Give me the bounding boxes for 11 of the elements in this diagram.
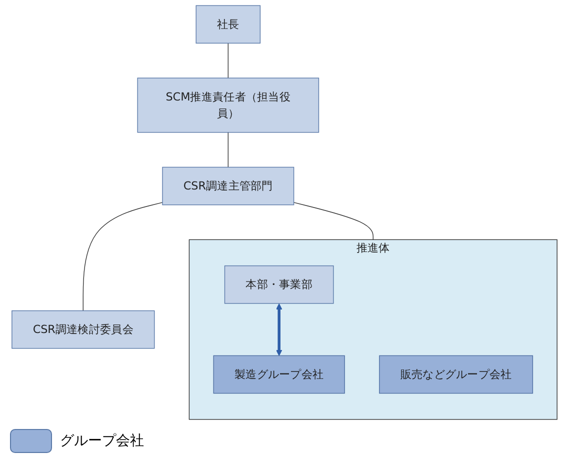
- legend-text: グループ会社: [60, 432, 144, 450]
- node-box: 製造グループ会社: [213, 355, 345, 394]
- node-box: 本部・事業部: [224, 265, 334, 304]
- connector: [82, 202, 163, 312]
- node-box: CSR調達主管部門: [162, 166, 294, 206]
- arrow: [276, 303, 282, 356]
- node-box: CSR調達検討委員会: [12, 310, 155, 349]
- node-box: SCM推進責任者（担当役員）: [137, 78, 320, 133]
- connector: [293, 202, 374, 240]
- node-box: 販売などグループ会社: [379, 355, 534, 394]
- node-box: 社長: [196, 5, 261, 44]
